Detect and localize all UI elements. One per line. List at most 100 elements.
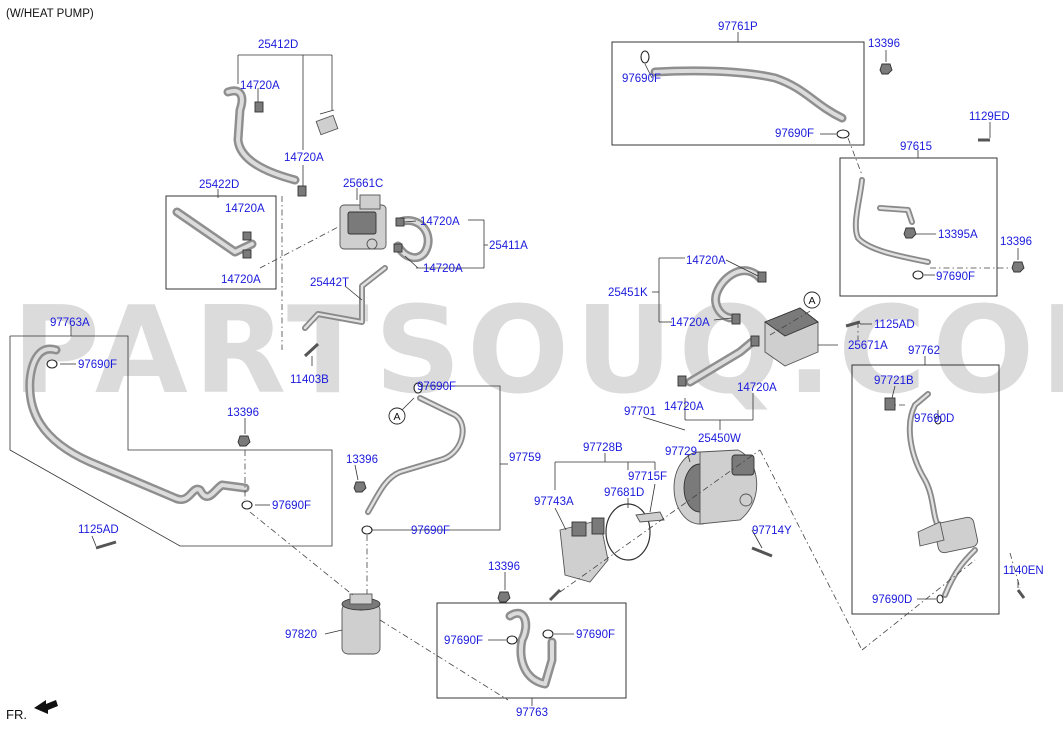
diagram-note: (W/HEAT PUMP) [6, 8, 94, 20]
part-label-97690f[interactable]: 97690F [622, 73, 661, 85]
reservoir-25661c [339, 194, 387, 250]
front-direction-indicator: FR. [6, 700, 58, 722]
part-label-11403b[interactable]: 11403B [290, 374, 329, 386]
hose-25451k [711, 266, 765, 323]
part-label-14720a[interactable]: 14720A [240, 80, 280, 92]
pipe-97762 [906, 391, 978, 598]
part-label-14720a[interactable]: 14720A [737, 382, 777, 394]
part-label-97701[interactable]: 97701 [624, 406, 656, 418]
part-label-97690f[interactable]: 97690F [272, 500, 311, 512]
part-label-97743a[interactable]: 97743A [534, 496, 574, 508]
part-label-25422d[interactable]: 25422D [199, 179, 239, 191]
part-label-25412d[interactable]: 25412D [258, 39, 298, 51]
part-label-97690d[interactable]: 97690D [914, 413, 954, 425]
box-97761p [611, 41, 865, 146]
part-label-14720a[interactable]: 14720A [420, 216, 460, 228]
part-label-25671a[interactable]: 25671A [848, 340, 888, 352]
part-label-97690f[interactable]: 97690F [775, 128, 814, 140]
hose-25411a [393, 216, 433, 263]
part-label-97729[interactable]: 97729 [665, 446, 697, 458]
connection-lines [244, 137, 1021, 701]
box-97763a [9, 335, 333, 547]
part-label-97721b[interactable]: 97721B [874, 375, 914, 387]
reference-circle-a-right: A [803, 291, 821, 309]
hose-97763a [25, 344, 250, 504]
part-label-14720a[interactable]: 14720A [284, 152, 324, 164]
pipe-25442t [302, 265, 388, 331]
part-label-14720a[interactable]: 14720A [423, 263, 463, 275]
leader-lines [60, 32, 1019, 706]
part-label-13396[interactable]: 13396 [1000, 236, 1032, 248]
part-label-1125ad[interactable]: 1125AD [78, 524, 119, 536]
drier-97820 [341, 593, 381, 655]
clamps [242, 101, 767, 387]
part-label-97690f[interactable]: 97690F [576, 629, 615, 641]
part-label-97690f[interactable]: 97690F [411, 525, 450, 537]
part-label-97820[interactable]: 97820 [285, 629, 317, 641]
part-label-1125ad[interactable]: 1125AD [874, 319, 915, 331]
part-label-25450w[interactable]: 25450W [698, 433, 741, 445]
hose-25422d [172, 207, 257, 257]
nuts [237, 63, 1025, 603]
front-arrow-icon [34, 700, 58, 714]
part-label-97714y[interactable]: 97714Y [752, 525, 792, 537]
part-label-97690f[interactable]: 97690F [417, 381, 456, 393]
o-rings [46, 50, 944, 645]
part-label-14720a[interactable]: 14720A [225, 203, 265, 215]
bracket-97759 [372, 385, 501, 531]
module-25671a [764, 307, 819, 367]
watermark-text: PARTSOUQ.COM [12, 282, 1063, 421]
clip-part [315, 109, 339, 136]
part-label-97681d[interactable]: 97681D [604, 487, 644, 499]
part-label-97761p[interactable]: 97761P [718, 21, 758, 33]
part-label-97690f[interactable]: 97690F [78, 359, 117, 371]
part-label-97728b[interactable]: 97728B [583, 442, 623, 454]
part-label-13396[interactable]: 13396 [488, 561, 520, 573]
gasket-97681d [605, 503, 665, 561]
part-label-97759[interactable]: 97759 [509, 452, 541, 464]
front-label: FR. [6, 707, 27, 722]
part-label-1140en[interactable]: 1140EN [1003, 565, 1044, 577]
part-label-25661c[interactable]: 25661C [343, 178, 383, 190]
box-97763 [436, 602, 627, 699]
hose-25412d [223, 86, 300, 185]
svg-text:A: A [808, 295, 815, 307]
part-label-13396[interactable]: 13396 [868, 38, 900, 50]
part-labels[interactable]: 25412D 14720A 14720A 25422D 14720A 14720… [50, 21, 1044, 719]
part-label-14720a[interactable]: 14720A [221, 274, 261, 286]
part-label-25442t[interactable]: 25442T [310, 277, 349, 289]
part-label-1129ed[interactable]: 1129ED [969, 111, 1010, 123]
part-label-97715f[interactable]: 97715F [628, 471, 667, 483]
part-label-97690f[interactable]: 97690F [444, 635, 483, 647]
bracket-97743a [559, 517, 609, 583]
part-label-97615[interactable]: 97615 [900, 141, 932, 153]
part-label-97762[interactable]: 97762 [908, 345, 940, 357]
compressor-97701 [673, 449, 758, 525]
part-label-97690f[interactable]: 97690F [936, 271, 975, 283]
part-label-97763[interactable]: 97763 [516, 707, 548, 719]
part-label-14720a[interactable]: 14720A [670, 317, 710, 329]
part-label-13396[interactable]: 13396 [227, 407, 259, 419]
box-97615 [839, 157, 998, 297]
pipe-97615 [852, 177, 931, 265]
part-label-25451k[interactable]: 25451K [608, 287, 648, 299]
part-label-97763a[interactable]: 97763A [50, 317, 90, 329]
hose-97761p [650, 66, 847, 123]
svg-text:A: A [393, 411, 400, 423]
reference-circle-a-left: A [388, 397, 415, 425]
part-label-14720a[interactable]: 14720A [664, 401, 704, 413]
pipe-97759 [365, 395, 466, 515]
box-97762 [851, 364, 1000, 615]
hose-97763 [505, 608, 557, 689]
box-25422d [165, 195, 277, 290]
part-label-13395a[interactable]: 13395A [938, 229, 978, 241]
part-label-14720a[interactable]: 14720A [686, 255, 726, 267]
sensor-97721b [884, 397, 896, 411]
hose-25450w [685, 337, 757, 387]
part-label-13396[interactable]: 13396 [346, 454, 378, 466]
accumulator-97762 [917, 516, 979, 554]
part-label-25411a[interactable]: 25411A [489, 240, 528, 252]
part-label-97690d[interactable]: 97690D [872, 594, 912, 606]
